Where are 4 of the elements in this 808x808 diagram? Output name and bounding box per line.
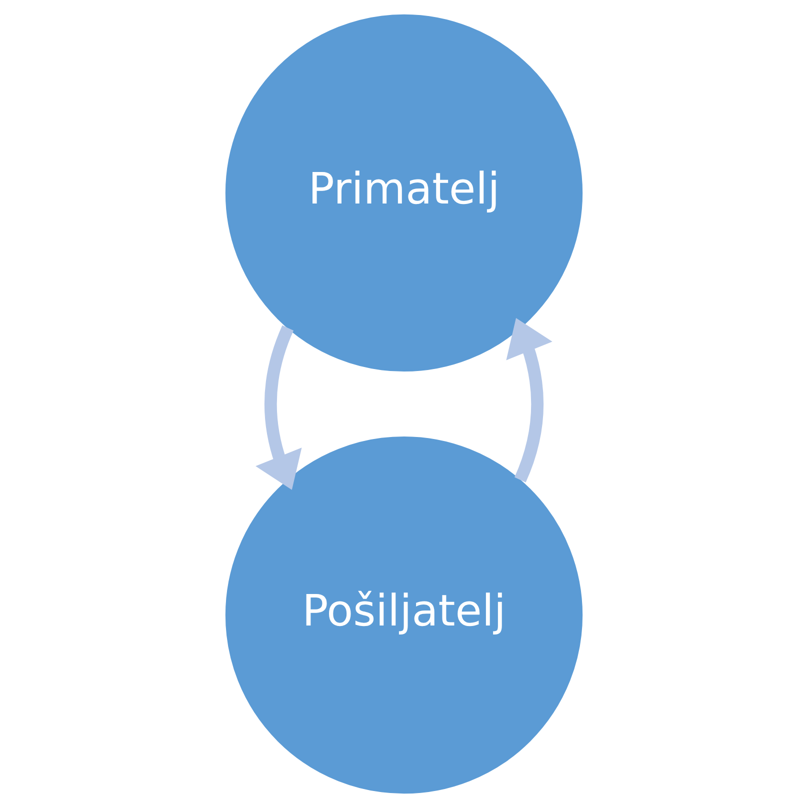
arrow	[506, 318, 552, 482]
node-circle: Primatelj	[225, 14, 583, 372]
node-circle: Pošiljatelj	[225, 436, 583, 794]
arrow	[256, 326, 302, 490]
